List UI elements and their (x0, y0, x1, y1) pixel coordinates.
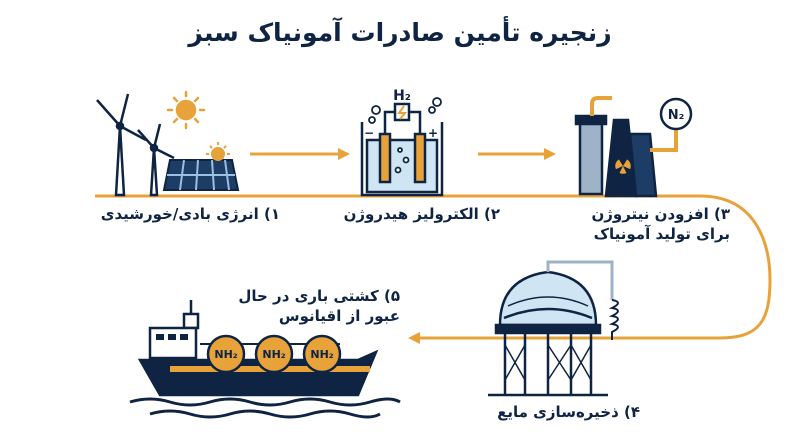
cargo-ship-icon (129, 300, 401, 419)
hydrogen-label: H₂ (393, 88, 411, 104)
arrow-1-to-2 (338, 148, 350, 160)
solar-panel-icon (162, 159, 240, 191)
step-1-label: ۱) انرژی بادی/خورشیدی (100, 205, 280, 223)
arrow-2-to-3 (544, 148, 556, 160)
step-3-label: ۳) افزودن نیتروژن برای تولید آمونیاک (591, 205, 730, 243)
electrolysis-icon: − + (360, 97, 444, 197)
ammonia-plant-icon (574, 96, 693, 198)
svg-text:+: + (428, 126, 438, 140)
step-4-label: ۴) ذخیره‌سازی مایع (497, 403, 640, 421)
step-5-label: ۵) کشتی باری در حال عبور از اقیانوس (238, 287, 400, 325)
nitrogen-label: N₂ (668, 108, 685, 123)
ammonia-label-2: NH₂ (262, 348, 285, 361)
arrow-4-to-5 (408, 332, 420, 344)
ammonia-label-3: NH₂ (310, 348, 333, 361)
ammonia-label-1: NH₂ (214, 348, 237, 361)
step-2-label: ۲) الکترولیز هیدروژن (343, 205, 500, 223)
small-sun-icon (206, 142, 230, 161)
storage-tank-icon (488, 260, 619, 397)
diagram-title: زنجیره تأمین صادرات آمونیاک سبز (188, 18, 612, 47)
sun-icon (166, 90, 206, 130)
wind-turbine-icon (96, 93, 175, 197)
flow-arrows (250, 148, 556, 344)
svg-text:−: − (364, 126, 374, 140)
